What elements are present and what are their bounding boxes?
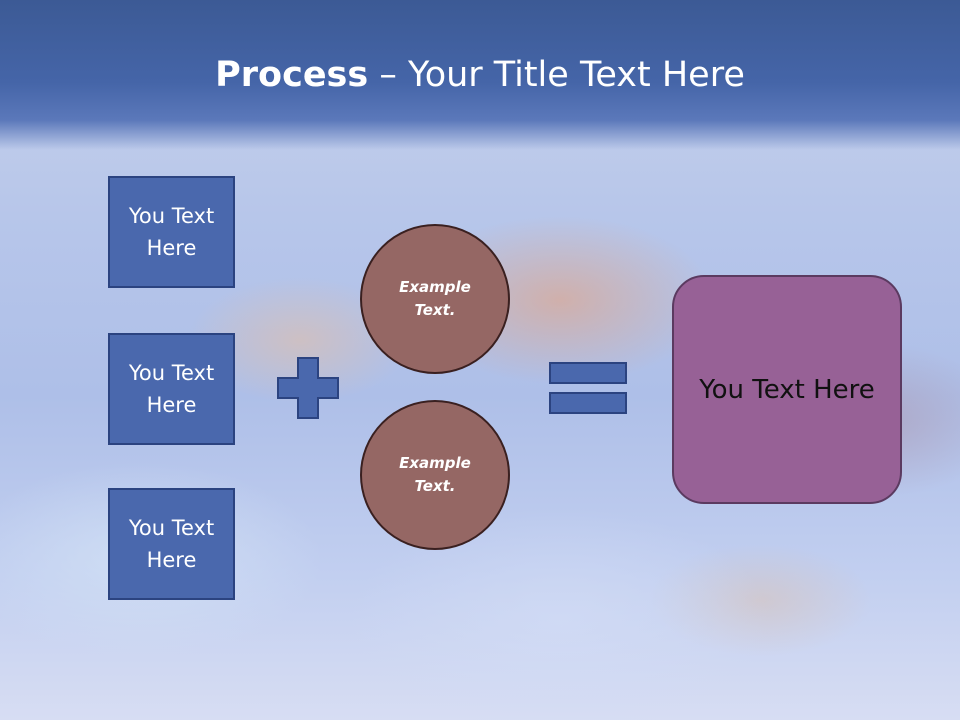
operand-circle-1-text: Example Text. (399, 278, 471, 319)
operand-circle-1: Example Text. (360, 224, 510, 374)
operand-circle-2: Example Text. (360, 400, 510, 550)
operand-circle-2-text: Example Text. (399, 454, 471, 495)
input-box-3-text: You Text Here (128, 516, 215, 572)
input-box-1: You Text Here (108, 176, 235, 288)
equals-icon (549, 362, 627, 414)
slide-title: Process – Your Title Text Here (0, 50, 960, 100)
result-box: You Text Here (672, 275, 902, 504)
title-rest: – Your Title Text Here (368, 55, 745, 95)
title-bold: Process (215, 55, 369, 95)
title-bar (0, 0, 960, 150)
input-box-2: You Text Here (108, 333, 235, 445)
plus-icon (277, 357, 339, 419)
input-box-3: You Text Here (108, 488, 235, 600)
input-box-1-text: You Text Here (128, 204, 215, 260)
input-box-2-text: You Text Here (128, 361, 215, 417)
result-box-text: You Text Here (699, 374, 875, 405)
